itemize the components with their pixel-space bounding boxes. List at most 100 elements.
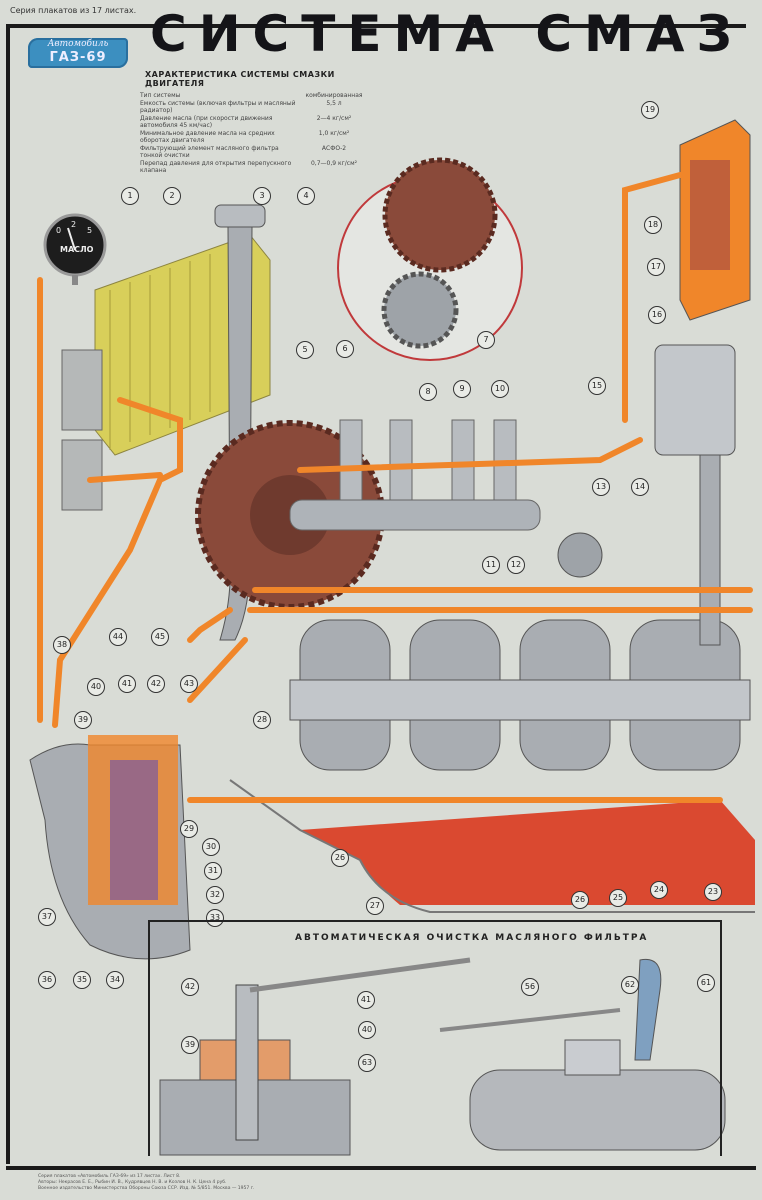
inset-callout: 63 (358, 1054, 376, 1072)
gauge-label: МАСЛО (60, 245, 94, 254)
spec-row: Тип системы комбинированная (140, 92, 365, 99)
spec-row: Фильтрующий элемент масляного фильтра то… (140, 145, 365, 159)
callout: 43 (180, 675, 198, 693)
callout: 19 (641, 101, 659, 119)
spec-value: 5,5 л (326, 100, 342, 107)
model-badge: Автомобиль ГАЗ-69 (28, 38, 128, 68)
spec-label: Перепад давления для открытия перепускно… (140, 160, 292, 174)
remote-oil-radiator (679, 119, 751, 321)
callout: 10 (491, 380, 509, 398)
inset-callout: 61 (697, 974, 715, 992)
imprint-line: Серия плакатов «Автомобиль ГАЗ-69» из 17… (38, 1174, 181, 1179)
callout: 44 (109, 628, 127, 646)
sump-outline (229, 779, 755, 913)
gauge-tick: 2 (71, 220, 77, 229)
spec-row: Давление масла (при скорости движения ав… (140, 115, 365, 129)
callout: 38 (53, 636, 71, 654)
spec-value: 0,7—0,9 кг/см² (310, 160, 358, 167)
callout: 33 (206, 909, 224, 927)
spec-title: ХАРАКТЕРИСТИКА СИСТЕМЫ СМАЗКИ ДВИГАТЕЛЯ (145, 70, 335, 88)
oil-radiator (61, 234, 271, 511)
callout: 34 (106, 971, 124, 989)
inset-callout: 56 (521, 978, 539, 996)
callout: 26 (331, 849, 349, 867)
callout: 32 (206, 886, 224, 904)
callout: 24 (650, 881, 668, 899)
callout: 11 (482, 556, 500, 574)
series-note: Серия плакатов из 17 листах. (10, 6, 137, 15)
callout: 35 (73, 971, 91, 989)
inset-callout: 41 (357, 991, 375, 1009)
camshaft (289, 499, 541, 531)
inset-title: АВТОМАТИЧЕСКАЯ ОЧИСТКА МАСЛЯНОГО ФИЛЬТРА (295, 933, 649, 943)
callout: 27 (366, 897, 384, 915)
callout: 37 (38, 908, 56, 926)
oil-pump (557, 532, 603, 578)
callout: 8 (419, 383, 437, 401)
callout: 15 (588, 377, 606, 395)
oil-lines (37, 172, 753, 803)
piston (654, 344, 736, 646)
callout: 18 (644, 216, 662, 234)
callout: 31 (204, 862, 222, 880)
inset-callout: 42 (181, 978, 199, 996)
spec-value: 2—4 кг/см² (316, 115, 352, 122)
callout: 28 (253, 711, 271, 729)
spec-row: Емкость системы (включая фильтры и масля… (140, 100, 365, 114)
spec-label: Фильтрующий элемент масляного фильтра то… (140, 145, 279, 159)
spec-label: Минимальное давление масла на средних об… (140, 130, 275, 144)
spec-value: 1,0 кг/см² (318, 130, 350, 137)
inset-panel (148, 920, 722, 1156)
badge-script: Автомобиль (47, 39, 109, 49)
callout: 13 (592, 478, 610, 496)
callout: 4 (297, 187, 315, 205)
callout: 3 (253, 187, 271, 205)
callout: 42 (147, 675, 165, 693)
callout: 25 (609, 889, 627, 907)
spec-label: Емкость системы (включая фильтры и масля… (140, 100, 296, 114)
callout: 5 (296, 341, 314, 359)
spec-label: Давление масла (при скорости движения ав… (140, 115, 273, 129)
gauge-tick: 0 (56, 226, 62, 235)
inset-callout: 62 (621, 976, 639, 994)
callout: 6 (336, 340, 354, 358)
callout: 7 (477, 331, 495, 349)
crankshaft (289, 619, 751, 771)
inset-callout: 39 (181, 1036, 199, 1054)
callout: 41 (118, 675, 136, 693)
spec-label: Тип системы (140, 92, 181, 99)
inset-filter-section (159, 957, 726, 1156)
callout: 12 (507, 556, 525, 574)
imprint: Серия плакатов «Автомобиль ГАЗ-69» из 17… (38, 1174, 255, 1192)
callout: 1 (121, 187, 139, 205)
poster-title: СИСТЕМА СМАЗ (150, 5, 745, 63)
imprint-line: Военное издательство Министерства Оборон… (38, 1186, 255, 1191)
callout: 30 (202, 838, 220, 856)
imprint-line: Авторы: Некрасов Е. Е., Рыбин И. В., Куд… (38, 1180, 227, 1185)
spec-table: ХАРАКТЕРИСТИКА СИСТЕМЫ СМАЗКИ ДВИГАТЕЛЯ … (140, 70, 365, 175)
valve-tappets (339, 419, 517, 501)
gear-drive-detail (337, 157, 523, 361)
callout: 17 (647, 258, 665, 276)
callout: 40 (87, 678, 105, 696)
spec-value: АСФО-2 (321, 145, 347, 152)
oil-sump (300, 800, 755, 905)
callout: 23 (704, 883, 722, 901)
spec-row: Минимальное давление масла на средних об… (140, 130, 365, 144)
inset-callout: 40 (358, 1021, 376, 1039)
gauge-tick: 5 (87, 226, 93, 235)
callout: 39 (74, 711, 92, 729)
callout: 2 (163, 187, 181, 205)
oil-pressure-gauge (43, 213, 107, 285)
callout: 16 (648, 306, 666, 324)
spec-value: комбинированная (305, 92, 363, 99)
callout: 45 (151, 628, 169, 646)
callout: 9 (453, 380, 471, 398)
callout: 26 (571, 891, 589, 909)
callout: 36 (38, 971, 56, 989)
callout: 29 (180, 820, 198, 838)
poster-frame (6, 24, 746, 1164)
poster-frame-bottom (6, 1166, 756, 1170)
callout: 14 (631, 478, 649, 496)
